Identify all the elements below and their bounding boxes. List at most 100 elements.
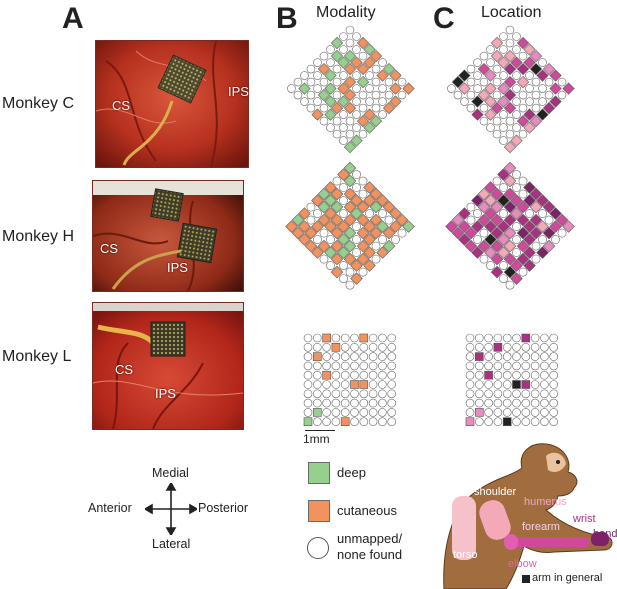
body-label-hand: hand (593, 528, 617, 540)
electrode-unmapped (492, 90, 502, 100)
electrode-unmapped (378, 333, 387, 343)
electrode-mapped (389, 95, 402, 108)
electrode-unmapped (331, 398, 341, 408)
electrode-unmapped (518, 189, 528, 199)
electrode-unmapped (493, 370, 503, 380)
electrode-unmapped (387, 370, 396, 380)
electrode-mapped (471, 108, 484, 121)
electrode-unmapped (368, 333, 378, 343)
electrode-unmapped (371, 254, 381, 264)
location-grid-monkey-h (445, 161, 575, 290)
electrode-mapped (490, 36, 504, 50)
electrode-unmapped (512, 343, 521, 352)
electrode-mapped (516, 213, 530, 227)
electrode-unmapped (512, 170, 521, 179)
legend-cutaneous-label: cutaneous (337, 503, 397, 518)
electrode-unmapped (378, 209, 387, 218)
electrode-unmapped (466, 64, 476, 74)
electrode-unmapped (352, 123, 361, 132)
electrode-unmapped (518, 103, 528, 113)
electrode-unmapped (475, 380, 484, 389)
electrode-mapped (343, 101, 357, 115)
electrode-mapped (549, 207, 562, 220)
electrode-unmapped (303, 361, 313, 371)
electrode-unmapped (322, 361, 331, 371)
electrode-unmapped (460, 97, 469, 106)
electrode-mapped (343, 239, 357, 253)
electrode-unmapped (358, 189, 368, 199)
electrode-unmapped (331, 352, 341, 361)
electrode-mapped (356, 114, 370, 128)
electrode-unmapped (350, 417, 359, 426)
electrode-unmapped (484, 380, 493, 389)
electrode-mapped (490, 265, 504, 279)
electrode-unmapped (387, 343, 396, 352)
electrode-unmapped (465, 370, 475, 380)
electrode-mapped (382, 62, 396, 76)
panel-letter-a: A (62, 2, 84, 35)
electrode-unmapped (359, 417, 369, 426)
electrode-unmapped (352, 71, 361, 80)
electrode-mapped (343, 200, 357, 214)
electrode-unmapped (345, 25, 355, 35)
electrode-unmapped (499, 209, 508, 218)
electrode-mapped (389, 220, 402, 233)
electrode-unmapped (345, 116, 355, 126)
electrode-unmapped (502, 380, 512, 389)
electrode-unmapped (518, 51, 528, 61)
electrode-unmapped (322, 389, 331, 399)
electrode-mapped (536, 69, 549, 82)
electrode-unmapped (557, 77, 567, 87)
electrode-unmapped (359, 343, 369, 352)
electrode-unmapped (371, 77, 381, 87)
electrode-unmapped (479, 116, 489, 126)
body-region-forearm (508, 537, 590, 547)
electrode-unmapped (387, 380, 396, 389)
electrode-unmapped (502, 343, 512, 352)
electrode-unmapped (499, 261, 508, 270)
electrode-mapped (298, 207, 311, 220)
electrode-unmapped (313, 333, 322, 343)
electrode-unmapped (371, 90, 381, 100)
electrode-mapped (549, 69, 562, 82)
electrode-unmapped (531, 77, 541, 87)
cs-label-monkey-c: CS (112, 98, 131, 113)
electrode-unmapped (544, 90, 554, 100)
electrode-mapped (445, 220, 458, 233)
electrode-unmapped (466, 77, 476, 87)
electrode-unmapped (492, 129, 502, 139)
electrode-unmapped (358, 267, 368, 277)
brain-photo-monkey-l (92, 302, 244, 430)
electrode-unmapped (549, 398, 558, 408)
electrode-mapped (497, 95, 510, 108)
electrode-unmapped (499, 32, 508, 41)
electrode-mapped (389, 69, 402, 82)
electrode-unmapped (492, 77, 502, 87)
electrode-unmapped (339, 261, 348, 270)
electrode-unmapped (512, 398, 521, 408)
electrode-mapped (402, 220, 415, 233)
electrode-unmapped (368, 343, 378, 352)
electrode-unmapped (512, 389, 521, 399)
brain-photo-monkey-h (92, 180, 244, 292)
electrode-unmapped (345, 280, 355, 290)
electrode-mapped (331, 343, 341, 352)
electrode-mapped (490, 252, 504, 266)
electrode-mapped (529, 62, 543, 76)
body-region-elbow (504, 534, 518, 550)
electrode-unmapped (303, 352, 313, 361)
electrode-unmapped (378, 380, 387, 389)
electrode-mapped (458, 207, 471, 220)
electrode-unmapped (352, 183, 361, 192)
ips-label-monkey-l: IPS (155, 386, 176, 401)
electrode-unmapped (331, 361, 341, 371)
electrode-unmapped (368, 417, 378, 426)
electrode-mapped (363, 181, 376, 194)
electrode-mapped (484, 207, 497, 220)
electrode-unmapped (505, 25, 515, 35)
electrode-mapped (477, 200, 491, 214)
electrode-mapped (477, 187, 491, 201)
electrode-mapped (529, 49, 543, 63)
electrode-mapped (376, 194, 389, 207)
electrode-mapped (343, 88, 357, 102)
